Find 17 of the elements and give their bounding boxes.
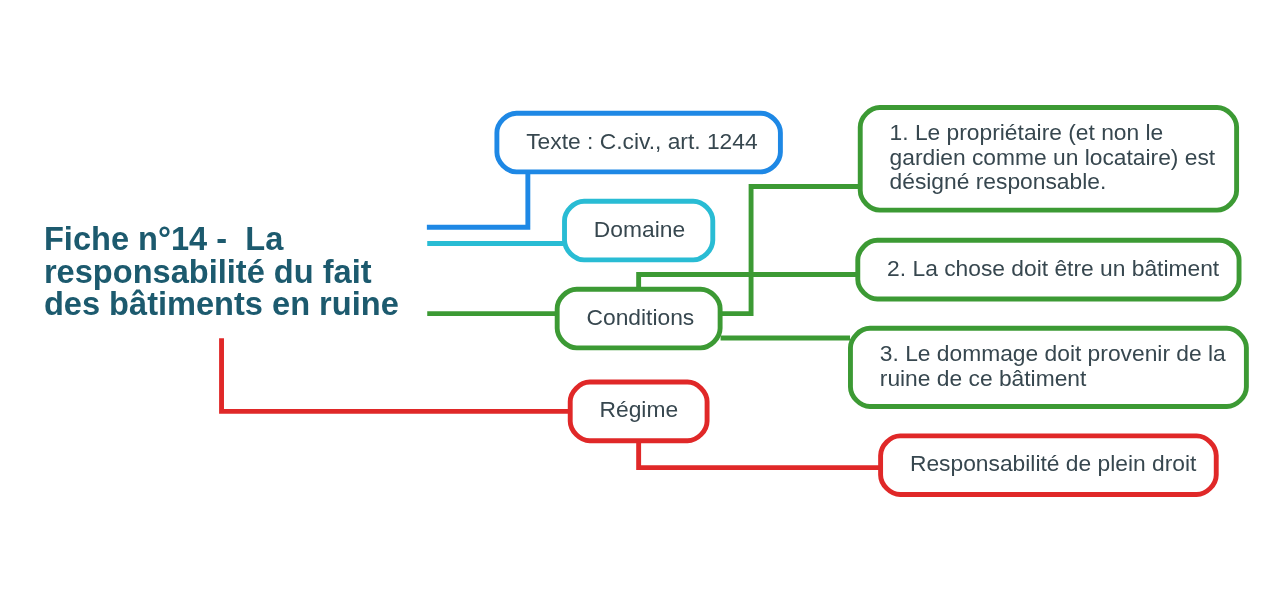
connector bbox=[427, 240, 565, 246]
node-box: 3. Le dommage doit provenir de la ruine de ce bâtiment bbox=[848, 325, 1249, 409]
connector bbox=[636, 440, 881, 470]
node-text: Fiche n°14 - La responsabilité du fait des bâtiments en ruine bbox=[43, 220, 399, 322]
node-box: 2. La chose doit être un bâtiment bbox=[855, 237, 1242, 301]
connector bbox=[720, 335, 851, 340]
node-box: Responsabilité de plein droit bbox=[878, 432, 1219, 497]
node-box: Régime bbox=[567, 379, 710, 443]
connector bbox=[720, 183, 861, 316]
connector bbox=[219, 337, 570, 414]
node-box: Conditions bbox=[554, 286, 723, 350]
node-box: Texte : C.civ., art. 1244 bbox=[494, 110, 783, 174]
node-box: 1. Le propriétaire (et non le gardien comme un locataire) est désigné responsable. bbox=[857, 104, 1240, 213]
connector bbox=[636, 271, 858, 289]
node-box: Domaine bbox=[562, 198, 716, 262]
connector bbox=[427, 310, 557, 316]
connector bbox=[426, 171, 531, 230]
